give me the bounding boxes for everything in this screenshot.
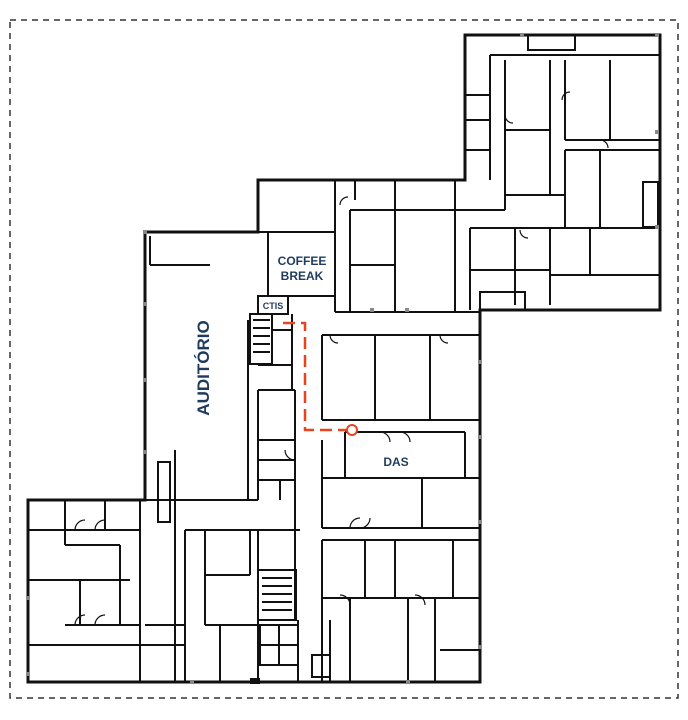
route-destination-marker [346, 424, 358, 436]
page-border [9, 19, 679, 699]
pillars [26, 33, 659, 684]
label-auditorio: AUDITÓRIO [194, 320, 213, 415]
label-das: DAS [383, 455, 408, 469]
label-coffee-break-line2: BREAK [281, 269, 324, 283]
interior-walls [28, 34, 660, 682]
route-path [283, 321, 352, 432]
label-coffee-break-line1: COFFEE [278, 254, 327, 268]
label-ctis: CTIS [263, 301, 284, 311]
door-swings [74, 91, 609, 626]
